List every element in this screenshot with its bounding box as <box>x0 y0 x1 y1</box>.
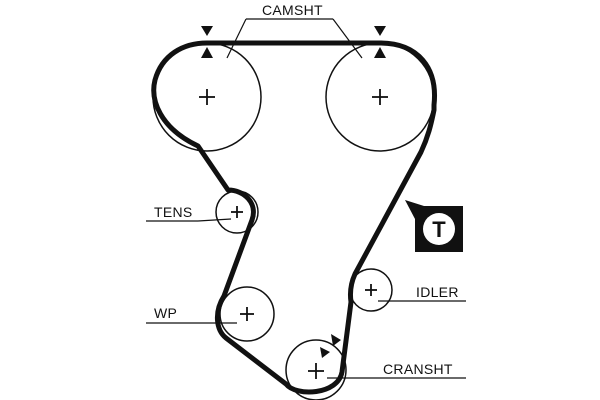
crosshair-icon <box>365 284 377 296</box>
idler-label: IDLER <box>416 284 459 300</box>
crosshair-icon <box>231 206 243 218</box>
timing-mark-crankshaft <box>320 334 341 358</box>
water-pump-callout: WP <box>146 305 237 324</box>
triangle-marker-icon <box>331 334 341 346</box>
idler-callout: IDLER <box>378 284 466 302</box>
water-pump-pulley <box>219 286 275 342</box>
crosshair-icon <box>199 89 215 105</box>
tensioner-callout: TENS <box>146 204 232 222</box>
crosshair-icon <box>308 363 324 379</box>
crosshair-icon <box>240 307 254 321</box>
water-pump-label: WP <box>154 305 177 321</box>
timing-belt <box>151 40 437 395</box>
triangle-marker-icon <box>201 26 213 36</box>
triangle-marker-icon <box>201 47 213 58</box>
timing-mark-camshaft-right <box>374 26 386 58</box>
triangle-marker-icon <box>374 26 386 36</box>
timing-mark-camshaft-left <box>201 26 213 58</box>
crankshaft-callout: CRANSHT <box>327 361 466 379</box>
crosshair-icon <box>372 89 388 105</box>
camshaft-pulley-right <box>325 42 435 152</box>
camshaft-callout: CAMSHT <box>226 2 363 59</box>
triangle-marker-icon <box>374 47 386 58</box>
t-badge-icon: T <box>405 200 463 252</box>
crankshaft-pulley <box>285 339 347 400</box>
badge-letter: T <box>432 217 446 242</box>
crankshaft-label: CRANSHT <box>383 361 453 377</box>
camshaft-label: CAMSHT <box>262 2 323 18</box>
triangle-marker-icon <box>320 347 330 358</box>
tensioner-label: TENS <box>154 204 193 220</box>
